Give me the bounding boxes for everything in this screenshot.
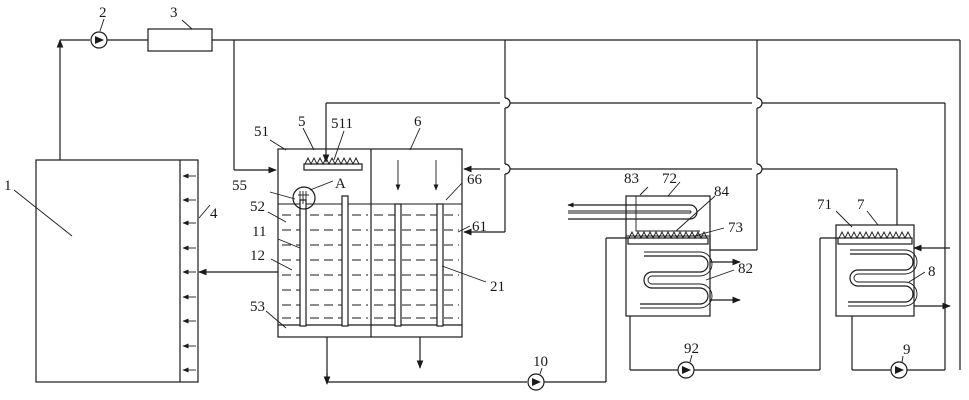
label-10: 10	[533, 354, 548, 370]
top-header-pipe	[60, 20, 960, 370]
line-169	[464, 169, 897, 225]
pump-10-line	[327, 238, 630, 390]
label-92: 92	[684, 341, 699, 357]
label-3: 3	[170, 5, 178, 21]
label-11: 11	[252, 224, 266, 240]
tube-11	[300, 200, 306, 326]
label-82: 82	[738, 261, 753, 277]
tank-side-arrows	[183, 176, 196, 370]
tube-left-2	[342, 196, 348, 326]
label-83: 83	[624, 171, 639, 187]
tube-21b	[437, 204, 443, 326]
label-5: 5	[298, 114, 306, 130]
leader-lines	[100, 19, 925, 374]
sprayer-511	[304, 158, 362, 170]
label-9: 9	[903, 342, 911, 358]
leader-1	[14, 190, 72, 236]
label-1: 1	[4, 178, 12, 194]
label-55: 55	[232, 178, 247, 194]
label-511: 511	[331, 116, 353, 132]
label-52: 52	[250, 199, 265, 215]
label-51: 51	[254, 124, 269, 140]
heater-3	[148, 29, 212, 51]
left-media-hatch	[282, 215, 368, 318]
tube-21a	[395, 204, 401, 326]
label-84: 84	[714, 184, 730, 200]
label-73: 73	[728, 220, 743, 236]
label-66: 66	[467, 172, 483, 188]
unit-72	[568, 196, 838, 378]
unit-7	[836, 225, 950, 378]
label-6: 6	[414, 114, 422, 130]
label-8: 8	[928, 264, 936, 280]
main-tank	[14, 160, 198, 382]
label-61: 61	[472, 219, 487, 235]
label-21: 21	[490, 279, 505, 295]
label-2: 2	[99, 5, 107, 21]
label-7: 7	[857, 197, 865, 213]
label-71: 71	[817, 197, 832, 213]
label-53: 53	[250, 299, 265, 315]
label-A: A	[335, 176, 346, 192]
right-media-hatch	[374, 215, 459, 318]
reference-labels: 1 2 3 4 5 6 7 8 9 10 11 12 21 51 52 53 5…	[4, 5, 936, 370]
label-72: 72	[662, 171, 677, 187]
label-12: 12	[250, 248, 265, 264]
label-4: 4	[210, 206, 218, 222]
